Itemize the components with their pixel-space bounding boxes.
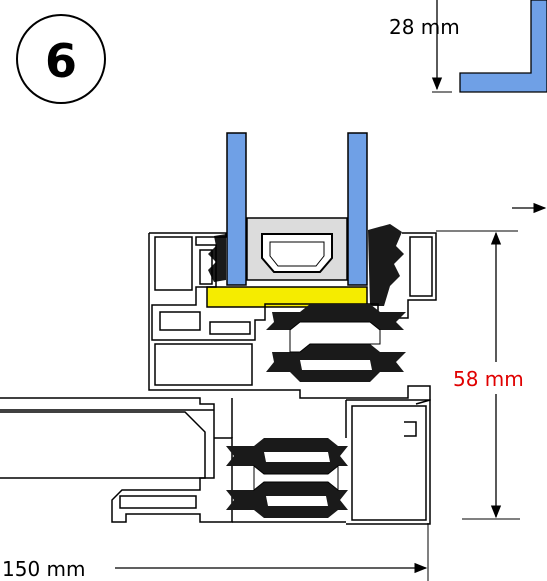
- badge-number: 6: [45, 34, 77, 88]
- thermal-break-lower: [226, 438, 348, 518]
- profile-connectors: [231, 398, 347, 523]
- setting-block: [206, 286, 368, 308]
- frame-height-label: 58 mm: [453, 367, 524, 391]
- frame-height-dimension: 58 mm: [436, 202, 547, 520]
- spacer-cavity: [261, 233, 333, 273]
- glass-pane-left: [226, 132, 247, 286]
- frame-depth-dimension: 150 mm: [0, 523, 429, 581]
- glass-unit: [206, 132, 368, 308]
- outer-gasket: [368, 224, 404, 306]
- section-number-badge: 6: [16, 14, 106, 104]
- sill-profile: [0, 397, 233, 523]
- inner-gasket: [208, 234, 226, 282]
- glass-thickness-label: 28 mm: [389, 15, 460, 39]
- glass-edge-detail: [459, 0, 547, 93]
- thermal-break-upper: [266, 304, 406, 382]
- transom-profile: [258, 385, 431, 525]
- glass-thickness-detail: 28 mm: [389, 0, 547, 93]
- glass-pane-right: [347, 132, 368, 286]
- sash-profile: [148, 232, 437, 391]
- frame-depth-label: 150 mm: [2, 557, 86, 581]
